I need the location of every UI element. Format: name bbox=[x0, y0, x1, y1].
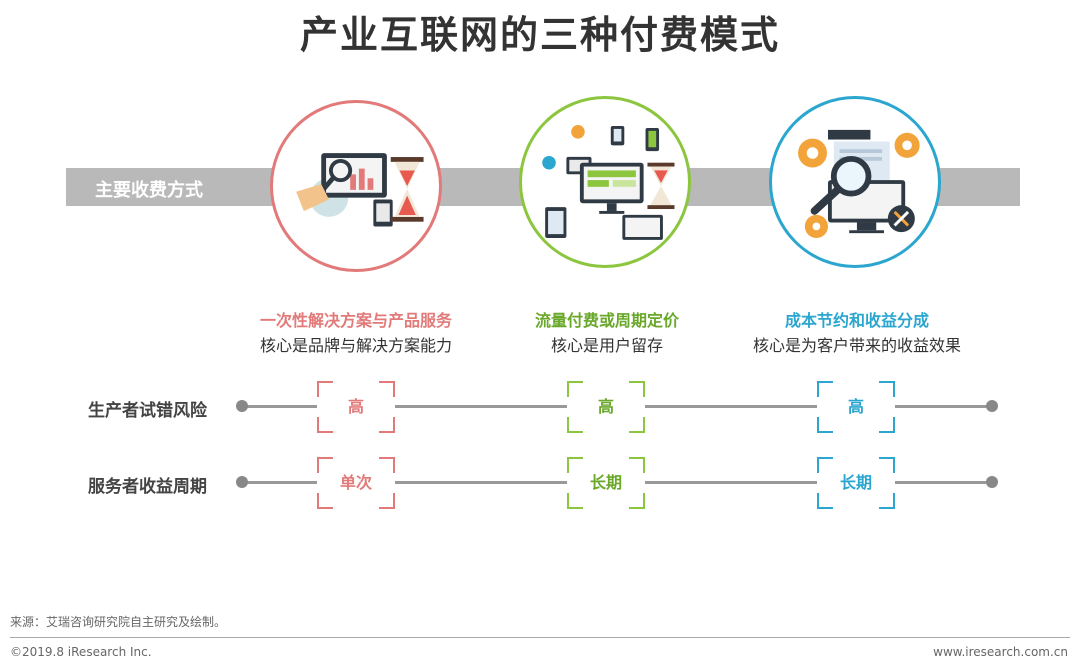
gear-magnifier-icon bbox=[798, 129, 920, 238]
solution-illustration bbox=[270, 100, 442, 272]
page-title: 产业互联网的三种付费模式 bbox=[299, 13, 780, 57]
devices-network-icon bbox=[542, 125, 675, 240]
row-2-value-1: 单次 bbox=[339, 473, 372, 492]
cost-saving-illustration bbox=[769, 96, 941, 268]
mode-3-desc: 核心是为客户带来的收益效果 bbox=[752, 336, 961, 355]
row-2-value-3: 长期 bbox=[839, 473, 872, 492]
source-note: 来源：艾瑞咨询研究院自主研究及绘制。 bbox=[10, 615, 227, 629]
footer-divider bbox=[10, 637, 1070, 638]
traffic-illustration bbox=[519, 96, 691, 268]
row-2-label: 服务者收益周期 bbox=[88, 477, 207, 497]
row-1-end-dot bbox=[986, 400, 998, 412]
row-1-value-1: 高 bbox=[347, 397, 364, 416]
mode-3-title: 成本节约和收益分成 bbox=[784, 311, 929, 330]
row-2-tag-1: 单次 bbox=[317, 457, 395, 509]
copyright: ©2019.8 iResearch Inc. bbox=[10, 645, 152, 659]
website-url: www.iresearch.com.cn bbox=[933, 645, 1068, 659]
row-1-start-dot bbox=[236, 400, 248, 412]
row-2-tag-3: 长期 bbox=[817, 457, 895, 509]
row-1-tag-1: 高 bbox=[317, 381, 395, 433]
row-1-label: 生产者试错风险 bbox=[88, 401, 207, 421]
row-2-start-dot bbox=[236, 476, 248, 488]
row-1-value-2: 高 bbox=[597, 397, 614, 416]
row-1-tag-2: 高 bbox=[567, 381, 645, 433]
mode-1-desc: 核心是品牌与解决方案能力 bbox=[259, 336, 452, 355]
mode-2-title: 流量付费或周期定价 bbox=[534, 311, 679, 330]
row-2-end-dot bbox=[986, 476, 998, 488]
row-2-value-2: 长期 bbox=[589, 473, 622, 492]
row-1-tag-3: 高 bbox=[817, 381, 895, 433]
row-1-value-3: 高 bbox=[847, 397, 864, 416]
band-label: 主要收费方式 bbox=[95, 180, 203, 201]
mode-2-desc: 核心是用户留存 bbox=[550, 336, 663, 355]
monitor-hourglass-icon bbox=[296, 153, 424, 227]
row-2-tag-2: 长期 bbox=[567, 457, 645, 509]
mode-1-title: 一次性解决方案与产品服务 bbox=[259, 311, 452, 330]
